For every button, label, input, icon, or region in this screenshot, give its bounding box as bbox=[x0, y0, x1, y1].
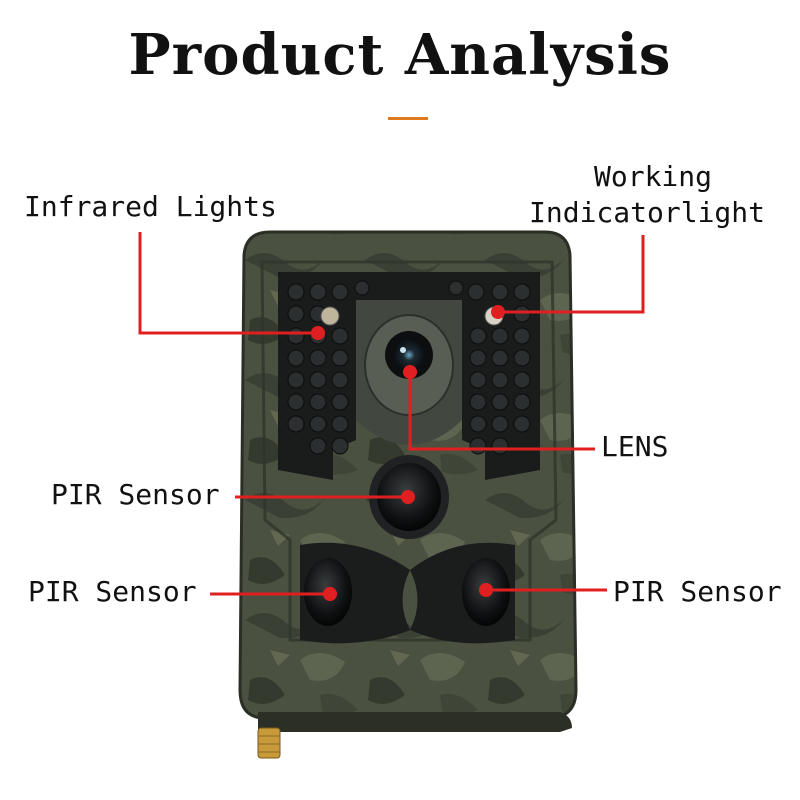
pir-sensor-left-label: PIR Sensor bbox=[28, 575, 197, 608]
lens-label: LENS bbox=[601, 430, 669, 463]
callout-pir-right bbox=[479, 583, 607, 597]
callout-infrared bbox=[138, 232, 325, 340]
callout-lens bbox=[403, 365, 595, 451]
callout-indicator bbox=[491, 235, 645, 319]
pir-sensor-center-label: PIR Sensor bbox=[51, 478, 220, 511]
page-title: Product Analysis bbox=[128, 22, 672, 88]
lens-icon bbox=[393, 339, 425, 371]
pir-sensor-right-label: PIR Sensor bbox=[613, 575, 782, 608]
indicator-light-label: Indicatorlight bbox=[529, 196, 766, 229]
callout-pir-left bbox=[210, 587, 337, 601]
ir-led-grid bbox=[287, 280, 531, 455]
infrared-panel bbox=[278, 272, 540, 480]
title-underline bbox=[388, 117, 428, 120]
pir-sensor-left bbox=[300, 542, 410, 644]
callout-pir-center bbox=[235, 490, 415, 504]
infrared-lights-label: Infrared Lights bbox=[24, 190, 277, 223]
working-label: Working bbox=[594, 160, 713, 193]
